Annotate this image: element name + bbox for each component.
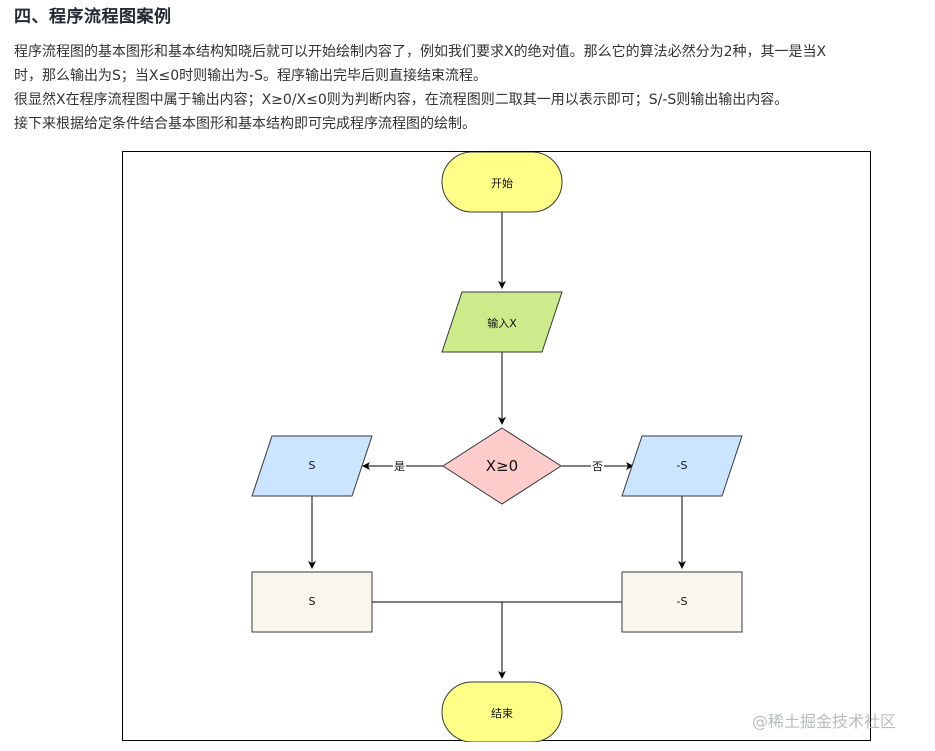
input-label: 输入X [487, 317, 517, 330]
start-terminal [441, 152, 563, 213]
paragraph: 时，那么输出为S；当X≤0时则输出为-S。程序输出完毕后则直接结束流程。 [14, 68, 488, 84]
left-process-label: S [308, 595, 316, 608]
article-heading: 四、程序流程图案例 [14, 7, 172, 27]
flowchart-diagram: 开始 输入X X≥0 S -S S -S 结束 是 否 [122, 151, 871, 742]
right-output-parallelogram [621, 435, 743, 497]
yes-edge-label: 是 [393, 458, 406, 474]
start-label: 开始 [491, 177, 513, 190]
left-process-box [251, 571, 373, 633]
paragraph: 接下来根据给定条件结合基本图形和基本结构即可完成程序流程图的绘制。 [14, 116, 476, 132]
paragraph: 很显然X在程序流程图中属于输出内容；X≥0/X≤0则为判断内容，在流程图则二取其… [14, 92, 789, 108]
end-label: 结束 [491, 707, 513, 720]
left-output-label: S [308, 459, 316, 472]
left-output-parallelogram [251, 435, 373, 497]
decision-diamond [442, 427, 562, 505]
no-edge-label: 否 [591, 458, 604, 474]
right-process-box [621, 571, 743, 633]
paragraph: 程序流程图的基本图形和基本结构知晓后就可以开始绘制内容了，例如我们要求X的绝对值… [14, 44, 827, 60]
decision-label: X≥0 [485, 457, 519, 475]
flowchart-svg [251, 152, 743, 742]
right-process-label: -S [676, 595, 688, 608]
end-terminal [441, 681, 563, 742]
input-parallelogram [441, 291, 563, 353]
watermark: @稀土掘金技术社区 [752, 712, 897, 731]
right-output-label: -S [676, 459, 688, 472]
article-body: 程序流程图的基本图形和基本结构知晓后就可以开始绘制内容了，例如我们要求X的绝对值… [14, 40, 935, 136]
